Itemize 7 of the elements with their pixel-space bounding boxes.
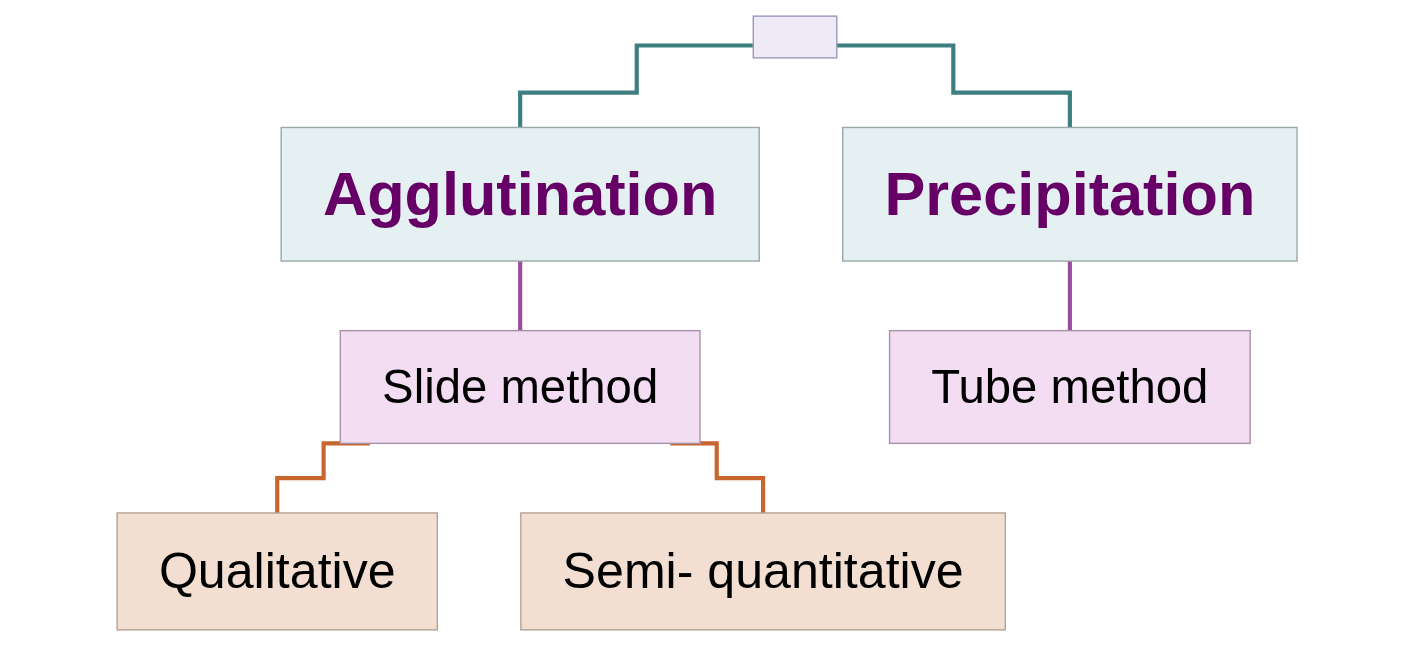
node-box: Slide method [340, 329, 702, 445]
node-box: Qualitative [116, 512, 439, 631]
node-box: Agglutination [280, 126, 761, 262]
node-box: Semi- quantitative [520, 512, 1007, 631]
node-box: Precipitation [842, 126, 1299, 262]
node-box: Tube method [889, 329, 1252, 445]
node-box [752, 15, 838, 59]
